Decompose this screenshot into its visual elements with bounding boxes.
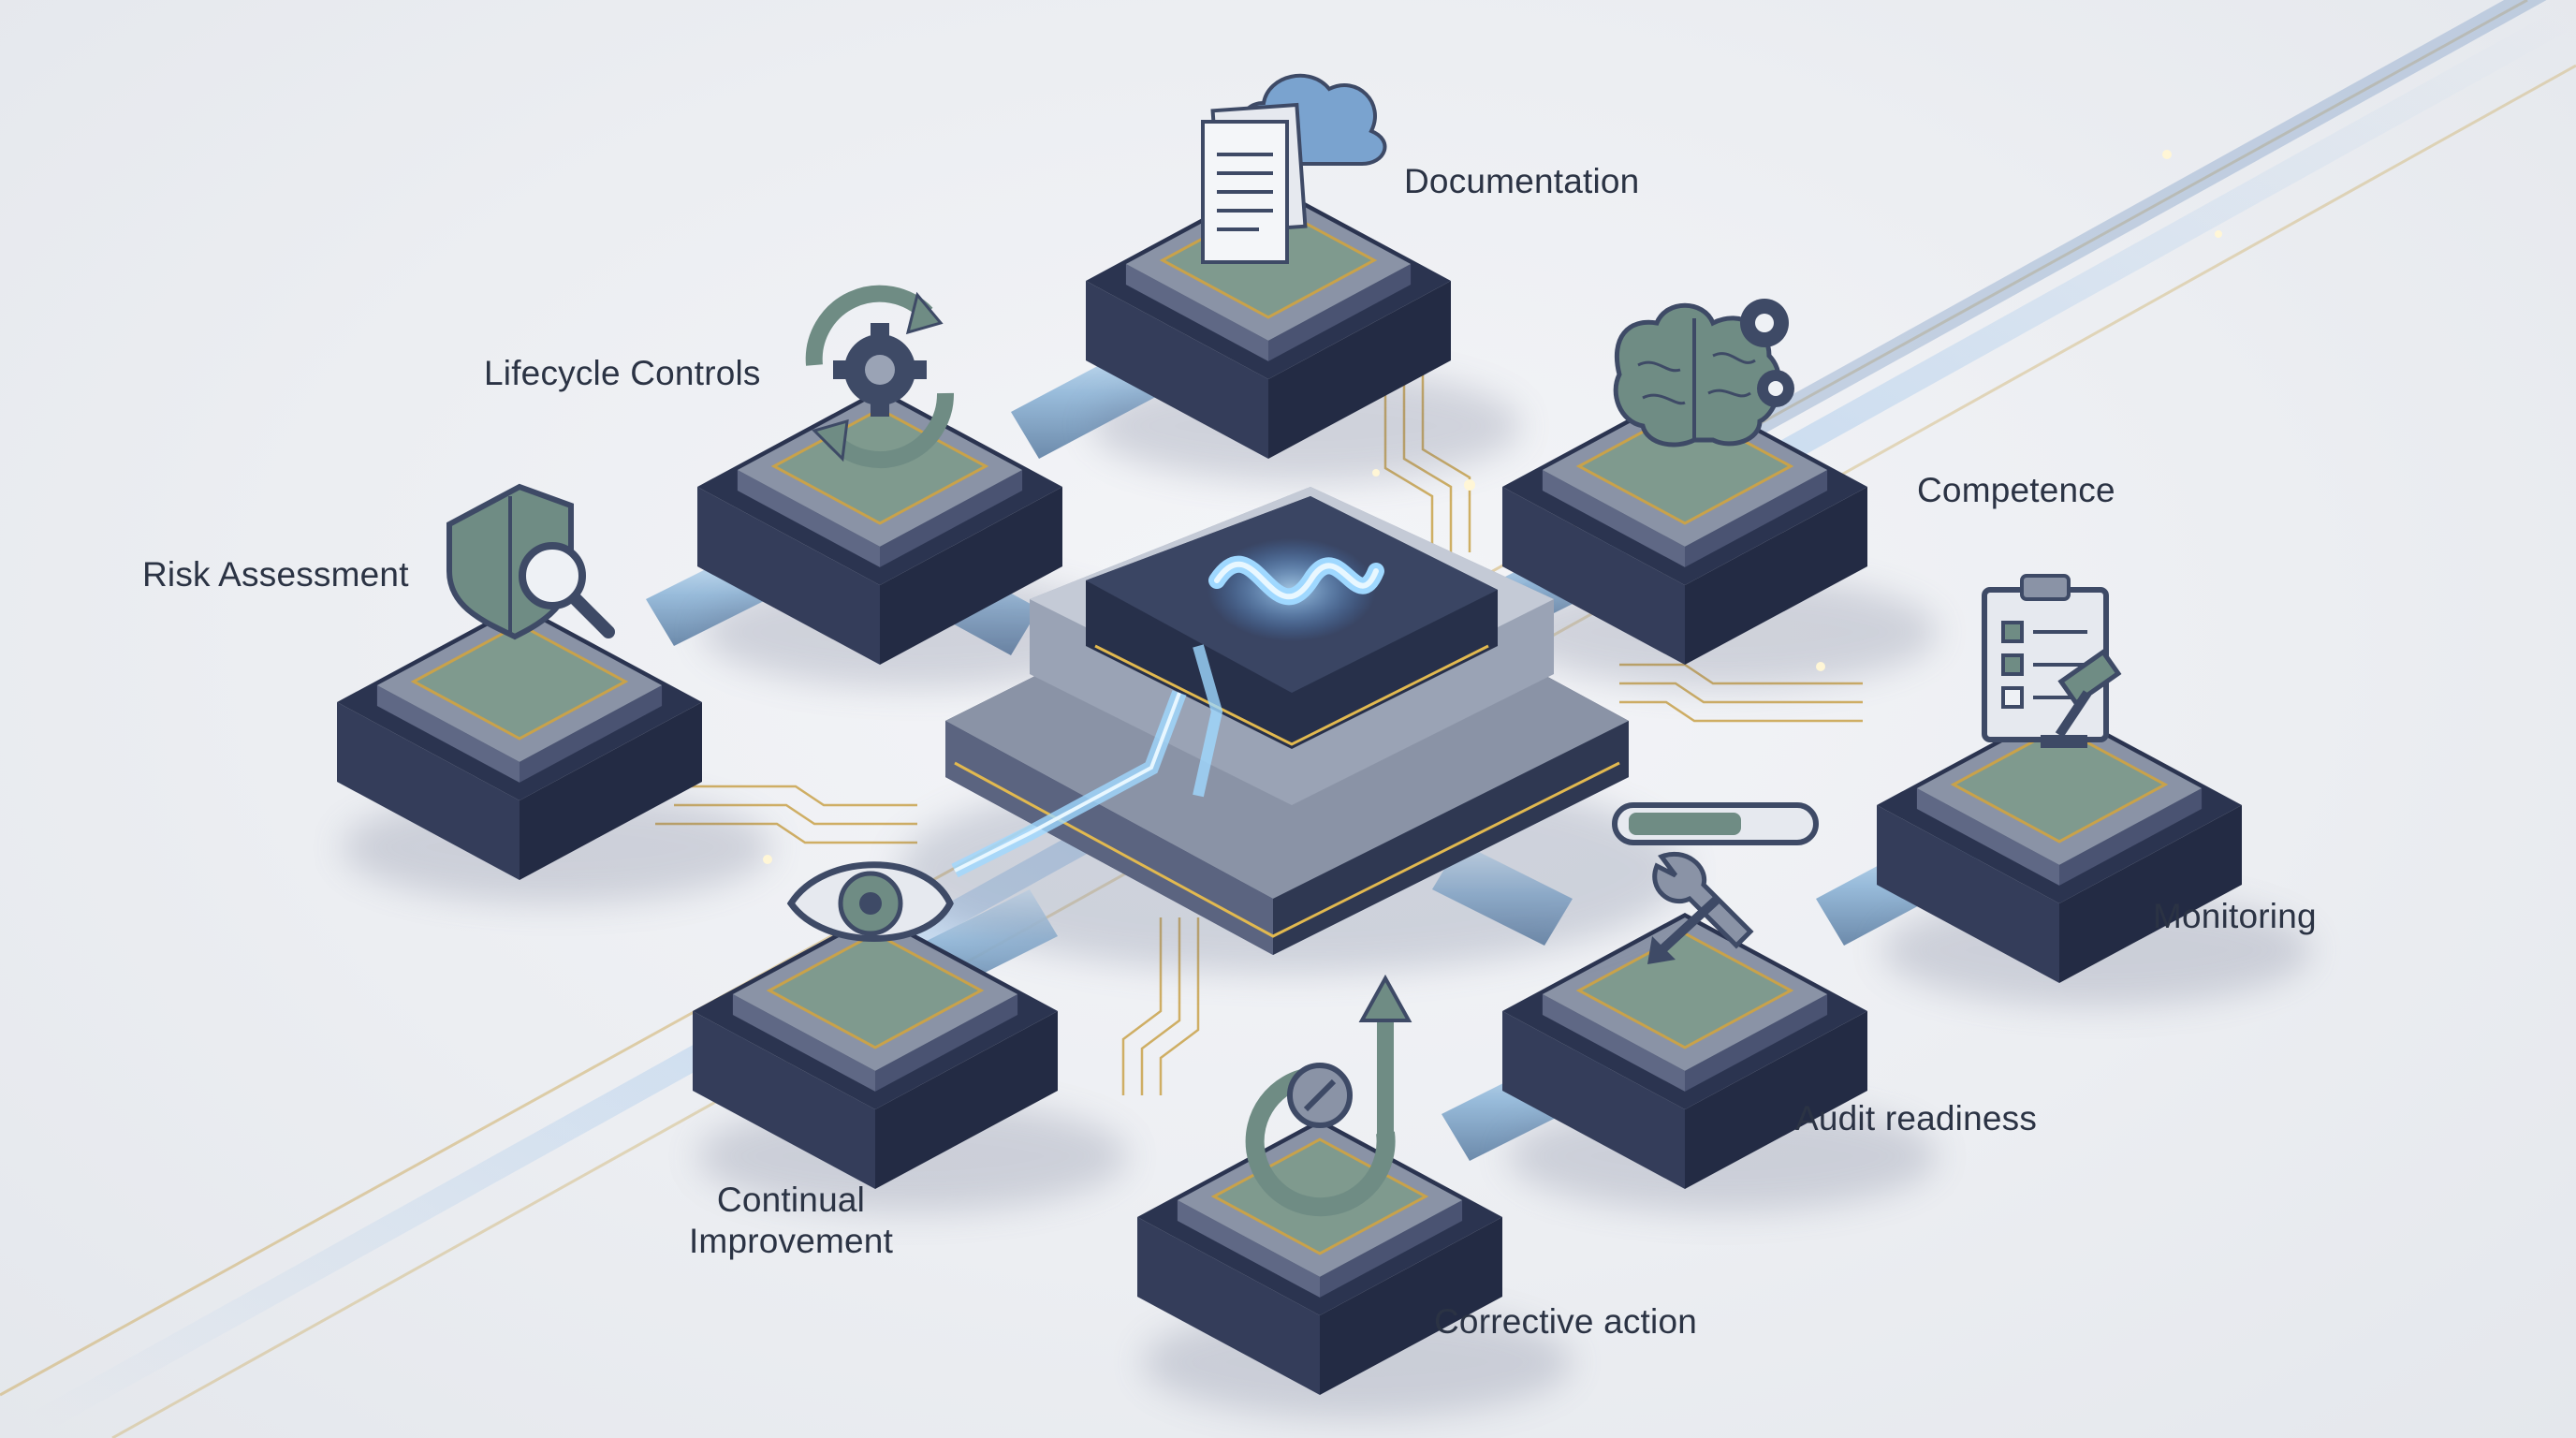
label-documentation: Documentation	[1404, 162, 1640, 200]
label-risk-assessment: Risk Assessment	[142, 555, 409, 594]
block-competence	[1502, 389, 1938, 688]
block-lifecycle-controls	[697, 389, 1133, 688]
block-continual-improvement	[693, 913, 1128, 1212]
block-corrective-action	[1137, 1119, 1573, 1418]
label-monitoring: Monitoring	[2153, 897, 2317, 935]
label-continual-improvement-line2: Improvement	[688, 1222, 894, 1261]
block-monitoring	[1877, 707, 2312, 1006]
block-risk-assessment	[337, 604, 772, 903]
label-corrective-action: Corrective action	[1434, 1302, 1698, 1341]
clipboard-gavel-icon	[1982, 574, 2122, 748]
label-audit-readiness: Audit readiness	[1795, 1099, 2038, 1137]
block-documentation	[1086, 183, 1521, 482]
label-continual-improvement: Continual Improvement	[689, 1180, 893, 1263]
gear-cycle-icon	[805, 285, 955, 469]
block-audit-readiness	[1502, 913, 1938, 1212]
label-competence: Competence	[1917, 471, 2115, 509]
wrench-progress-icon	[1612, 802, 1819, 964]
brain-gears-icon	[1613, 299, 1794, 448]
central-hub	[899, 487, 1685, 974]
label-lifecycle-controls: Lifecycle Controls	[484, 354, 761, 392]
node-blocks	[337, 183, 2312, 1418]
eye-icon	[786, 861, 954, 942]
cycle-arrow-up-icon	[1245, 974, 1412, 1217]
sparkles	[763, 150, 2222, 864]
shield-magnifier-icon	[446, 483, 615, 640]
documents-cloud-icon	[1201, 73, 1387, 264]
label-continual-improvement-line1: Continual	[716, 1181, 866, 1219]
